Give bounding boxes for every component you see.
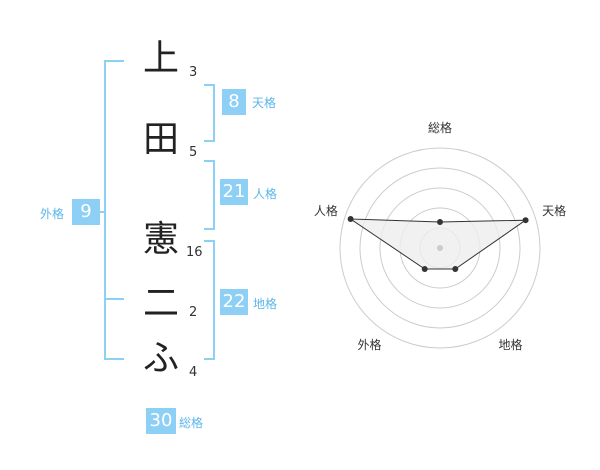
- stroke-count-5: 4: [189, 365, 198, 380]
- chikaku-bracket-top: [204, 240, 215, 242]
- radar-axis-label-5: 人格: [314, 203, 338, 218]
- gaikaku-connector: [96, 211, 104, 213]
- stroke-count-4: 2: [189, 305, 198, 320]
- radar-point-2: [522, 217, 529, 224]
- gaikaku-bracket-line: [104, 60, 106, 360]
- name-char-1: 上: [142, 38, 179, 79]
- radar-point-5: [347, 215, 354, 222]
- radar-point-4: [421, 266, 428, 273]
- jinkaku-bracket-line: [213, 160, 215, 230]
- chikaku-bracket-bottom: [204, 358, 215, 360]
- jinkaku-label: 人格: [253, 187, 278, 201]
- jinkaku-bracket-top: [204, 160, 215, 162]
- radar-ring-5: [339, 147, 541, 349]
- stroke-count-2: 5: [189, 145, 198, 160]
- jinkaku-value-badge: 21: [220, 179, 248, 205]
- gaikaku-value-badge: 9: [72, 199, 100, 225]
- radar-axis-label-4: 外格: [357, 337, 381, 352]
- gaikaku-bracket-top: [104, 60, 124, 62]
- soukaku-label: 総格: [179, 416, 204, 430]
- jinkaku-bracket-bottom: [204, 228, 215, 230]
- radar-point-1: [437, 219, 443, 225]
- gaikaku-bracket-bottom: [104, 358, 124, 360]
- chikaku-label: 地格: [253, 297, 278, 311]
- name-char-3: 憲: [142, 219, 179, 260]
- tenkaku-value-badge: 8: [222, 89, 246, 115]
- radar-ring-3: [379, 187, 501, 309]
- radar-axis-label-3: 地格: [498, 337, 522, 352]
- gaikaku-bracket-mid: [104, 298, 124, 300]
- name-char-5: ふ: [142, 338, 179, 379]
- radar-point-3: [452, 266, 459, 273]
- name-char-4: 二: [142, 283, 179, 324]
- tenkaku-bracket-line: [213, 84, 215, 142]
- tenkaku-label: 天格: [252, 96, 277, 110]
- radar-axis-label-2: 天格: [542, 203, 566, 218]
- chikaku-bracket-line: [213, 240, 215, 360]
- radar-center-dot: [437, 245, 443, 251]
- tenkaku-bracket-top: [204, 84, 215, 86]
- radar-data-area: [348, 218, 528, 270]
- radar-ring-4: [359, 167, 521, 329]
- chikaku-value-badge: 22: [220, 289, 248, 315]
- tenkaku-bracket-bottom: [204, 140, 215, 142]
- gaikaku-label: 外格: [40, 207, 65, 221]
- name-char-2: 田: [142, 119, 179, 160]
- stroke-count-1: 3: [189, 65, 198, 80]
- soukaku-value-badge: 30: [146, 408, 176, 434]
- radar-axis-label-1: 総格: [428, 120, 452, 135]
- stroke-count-3: 16: [186, 245, 203, 260]
